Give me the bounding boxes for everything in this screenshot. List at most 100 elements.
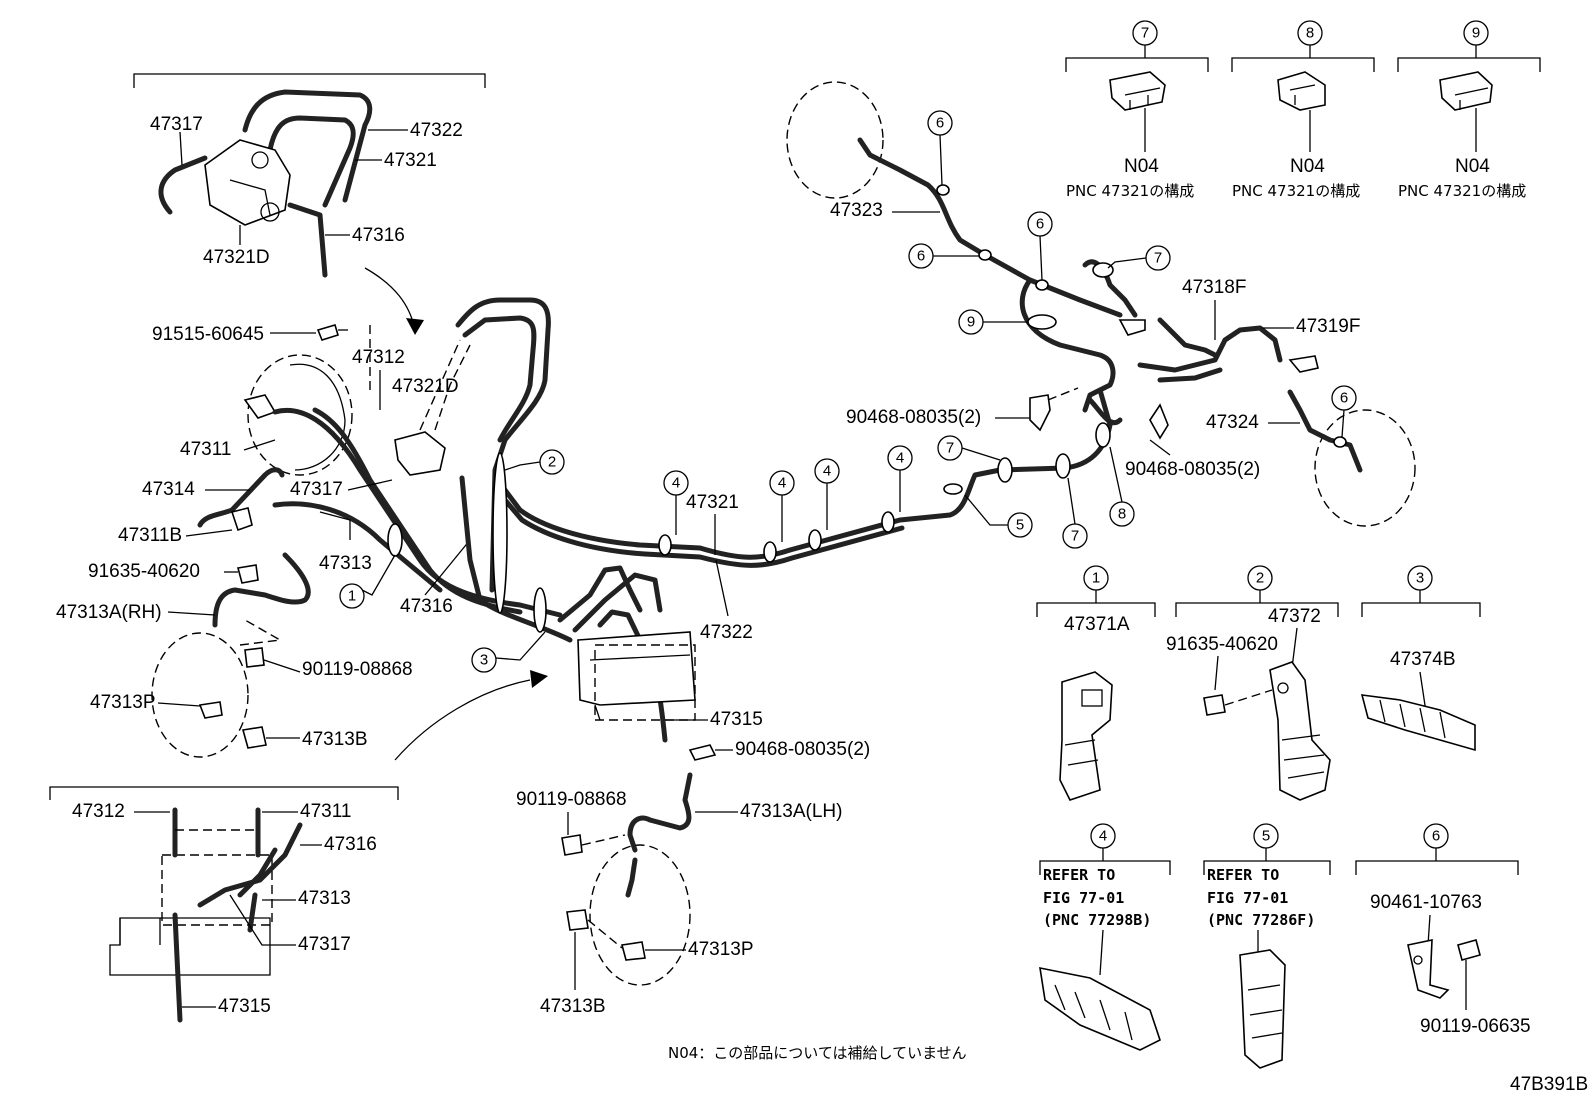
callout-6b [908, 243, 934, 269]
label-90468-08035-center: 90468-08035(2) [735, 739, 870, 760]
legend-5-ref3: (PNC 77286F) [1207, 911, 1315, 929]
label-47322-top: 47322 [410, 120, 463, 141]
label-47321D-top: 47321D [203, 247, 270, 268]
label-47321D: 47321D [392, 376, 459, 397]
callout-5 [1007, 512, 1033, 538]
legend-4-ref1: REFER TO [1043, 866, 1115, 884]
svg-text:6: 6 [936, 115, 944, 132]
callout-2 [539, 449, 565, 475]
bracket-90461 [1407, 939, 1450, 999]
label-47318F: 47318F [1182, 277, 1246, 298]
lh-caliper-area: 90119-08868 47313A(LH) 47313P 47313B [516, 772, 842, 1017]
bolt-90119-06635 [1457, 939, 1481, 961]
bolt-47313B-rh [241, 726, 267, 749]
legend-1-part: 47371A [1064, 614, 1130, 635]
label-47316-inset: 47316 [324, 834, 377, 855]
callout-4b [769, 470, 795, 496]
label-47315-inset: 47315 [218, 996, 271, 1017]
label-47317: 47317 [290, 479, 343, 500]
label-47313A-RH: 47313A(RH) [56, 602, 162, 623]
svg-text:7: 7 [1154, 250, 1162, 267]
svg-text:4: 4 [672, 475, 680, 492]
label-47311: 47311 [180, 439, 231, 460]
clamp-47371A [1059, 671, 1113, 801]
arrow-down-icon [406, 318, 424, 335]
label-47324: 47324 [1206, 412, 1259, 433]
label-47315: 47315 [710, 709, 763, 730]
label-90119-08868-rh: 90119-08868 [302, 659, 413, 680]
bolt-91635 [237, 564, 259, 584]
label-90119-08868-lh: 90119-08868 [516, 789, 627, 810]
bolt-90119-rh [244, 647, 265, 668]
legend-5-ref2: FIG 77-01 [1207, 889, 1288, 907]
svg-text:3: 3 [480, 652, 488, 669]
legend-2-part: 47372 [1268, 606, 1321, 627]
svg-text:4: 4 [1099, 828, 1107, 845]
svg-text:7: 7 [1071, 528, 1079, 545]
label-47313: 47313 [319, 553, 372, 574]
proportioning-valve [204, 139, 291, 226]
callout-9 [958, 309, 984, 335]
legend-2-bolt: 91635-40620 [1166, 634, 1278, 655]
svg-text:6: 6 [1340, 390, 1348, 407]
label-47313P-lh: 47313P [688, 939, 754, 960]
bolt-47313B-lh [566, 909, 589, 931]
svg-text:6: 6 [1036, 216, 1044, 233]
label-47322-mid: 47322 [700, 622, 753, 643]
svg-text:2: 2 [548, 454, 556, 471]
label-91515-60645: 91515-60645 [152, 324, 264, 345]
clip-47311B [230, 507, 253, 532]
callout-4d [887, 445, 913, 471]
label-47314: 47314 [142, 479, 195, 500]
diagram-code: 47B391B [1510, 1074, 1588, 1095]
svg-text:8: 8 [1306, 25, 1314, 42]
label-47321-mid: 47321 [686, 492, 739, 513]
callout-3 [471, 647, 497, 673]
svg-text:4: 4 [823, 463, 831, 480]
rear-lines-area: 47323 47318F 47319F 47324 90468-08035(2)… [786, 81, 1416, 527]
master-cylinder-area: 91515-60645 47312 47321D 47311 47314 473… [56, 324, 563, 758]
legend-3: 3 47374B [1360, 565, 1481, 752]
callout-7b [937, 435, 963, 461]
label-47321-top: 47321 [384, 150, 437, 171]
legend-3-part: 47374B [1390, 649, 1456, 670]
label-47311B: 47311B [118, 525, 182, 546]
callout-6a [927, 110, 953, 136]
bolt-91635-legend [1203, 694, 1226, 716]
callout-8 [1109, 501, 1135, 527]
legend-8: 8 N04 PNC 47321の構成 [1231, 20, 1375, 200]
label-47316: 47316 [400, 596, 453, 617]
legend-9-pnc: PNC 47321の構成 [1398, 182, 1526, 200]
legend-8-code: N04 [1290, 156, 1325, 177]
label-47312: 47312 [352, 347, 405, 368]
legend-2: 2 47372 91635-40620 [1166, 565, 1339, 801]
legend-7-pnc: PNC 47321の構成 [1066, 182, 1194, 200]
label-47323: 47323 [830, 200, 883, 221]
label-47313B-lh: 47313B [540, 996, 606, 1017]
label-47317-top: 47317 [150, 114, 203, 135]
label-47313P-rh: 47313P [90, 692, 156, 713]
svg-text:4: 4 [896, 450, 904, 467]
label-90468-08035-left: 90468-08035(2) [846, 407, 981, 428]
main-pipe-run: 47321 47322 47315 90468-08035(2) [387, 297, 1113, 761]
legend-6: 6 90461-10763 90119-06635 [1355, 823, 1531, 1037]
callout-7c [1062, 523, 1088, 549]
callout-6d [1331, 385, 1357, 411]
legend-4-ref3: (PNC 77298B) [1043, 911, 1151, 929]
clip-90468-center [688, 744, 717, 761]
label-47317-inset: 47317 [298, 934, 351, 955]
label-47313-inset: 47313 [298, 888, 351, 909]
svg-text:4: 4 [778, 475, 786, 492]
callouts: 1 2 3 4 4 4 4 5 6 6 6 [339, 110, 1357, 673]
clamp-47374B [1360, 694, 1476, 752]
legend-4-ref2: FIG 77-01 [1043, 889, 1124, 907]
callout-7a [1145, 245, 1171, 271]
junction-block [577, 631, 696, 706]
bolt-90119-lh [561, 834, 583, 856]
label-90468-08035-right: 90468-08035(2) [1125, 459, 1260, 480]
label-91635-40620: 91635-40620 [88, 561, 200, 582]
legend-9-code: N04 [1455, 156, 1490, 177]
svg-text:6: 6 [1432, 828, 1440, 845]
legend-6-part2: 90119-06635 [1420, 1016, 1531, 1037]
arrow-up-right-icon [530, 670, 548, 688]
